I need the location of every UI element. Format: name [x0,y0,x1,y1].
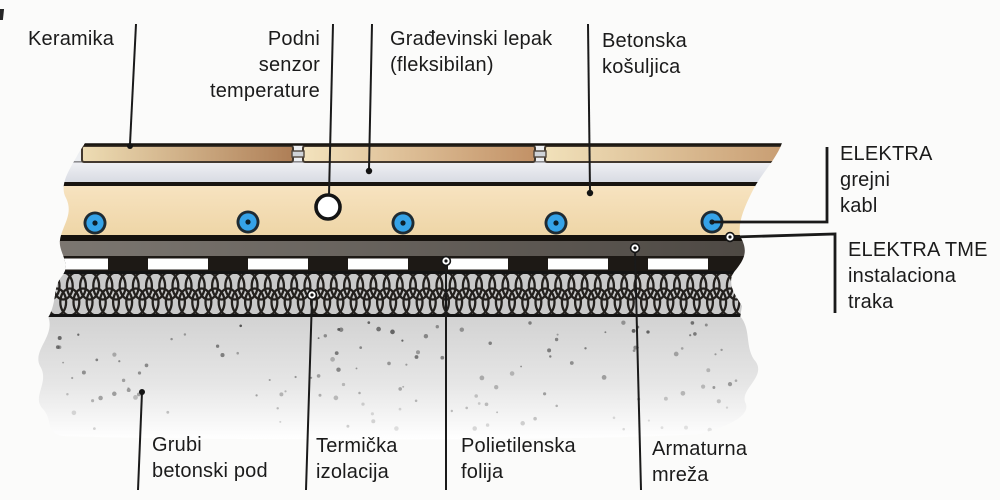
label-keramika: Keramika [28,28,115,50]
ceramic-tile-layer [81,145,782,163]
callout-gradjevinski-lepak [368,23,373,170]
callout-endpoints [127,143,736,395]
screed-bottom-line [48,235,782,242]
callout-betonska-kosuljica [587,23,591,192]
armature-mesh-layer [48,241,782,256]
heating-cables [83,193,724,235]
dot-termicka [306,289,318,301]
heating-cable [544,211,568,235]
callout-termicka-izolacija [305,297,313,491]
label-armaturna-mreza: Armaturna mreža [652,438,748,486]
label-gradjevinski-lepak: Građevinski lepak (fleksibilan) [390,28,553,76]
heating-cable [83,211,107,235]
label-podni-senzor-temperature: Podni senzor temperature [209,28,320,102]
label-elektra-tme-traka: ELEKTRA TME instalaciona traka [848,239,988,313]
callout-keramika [129,23,137,145]
heating-cable [391,211,415,235]
label-elektra-grejni-kabl: ELEKTRA grejni kabl [840,143,933,217]
adhesive-bottom-line [48,182,782,187]
heating-cable [236,210,260,234]
label-polietilenska-folija: Polietilenska folija [461,435,576,483]
callout-elektra-kabl [712,147,829,224]
dot-betonska [586,189,594,197]
tile [302,145,536,163]
flexible-adhesive-layer [48,161,782,183]
dot-keramika [127,143,133,149]
thermal-insulation-layer [48,271,750,317]
dot-grubi [139,389,145,395]
dot-armaturna [629,242,641,254]
label-termicka-izolacija: Termička izolacija [316,435,398,483]
installation-tape-strip [48,256,782,271]
tile [81,145,294,163]
label-betonska-kosuljica: Betonska košuljica [602,30,687,78]
tile-spacer [291,150,305,158]
callout-elektra-tme [733,232,837,313]
rough-concrete-floor-layer [38,316,759,440]
floor-temperature-sensor [314,193,342,221]
tile [544,145,782,163]
callout-lines [129,23,837,491]
callout-grubi-betonski-pod [137,391,143,491]
tile-spacer [533,150,547,158]
dot-gradjevinski [365,167,373,175]
label-grubi-betonski-pod: Grubi betonski pod [152,434,268,482]
callout-armaturna-mreza [634,250,642,491]
edge-artifact [0,9,5,20]
dot-elektra-tme [724,231,736,243]
callout-podni-senzor [328,23,334,196]
concrete-screed-layer [48,186,782,236]
dot-polietilenska [440,255,452,267]
